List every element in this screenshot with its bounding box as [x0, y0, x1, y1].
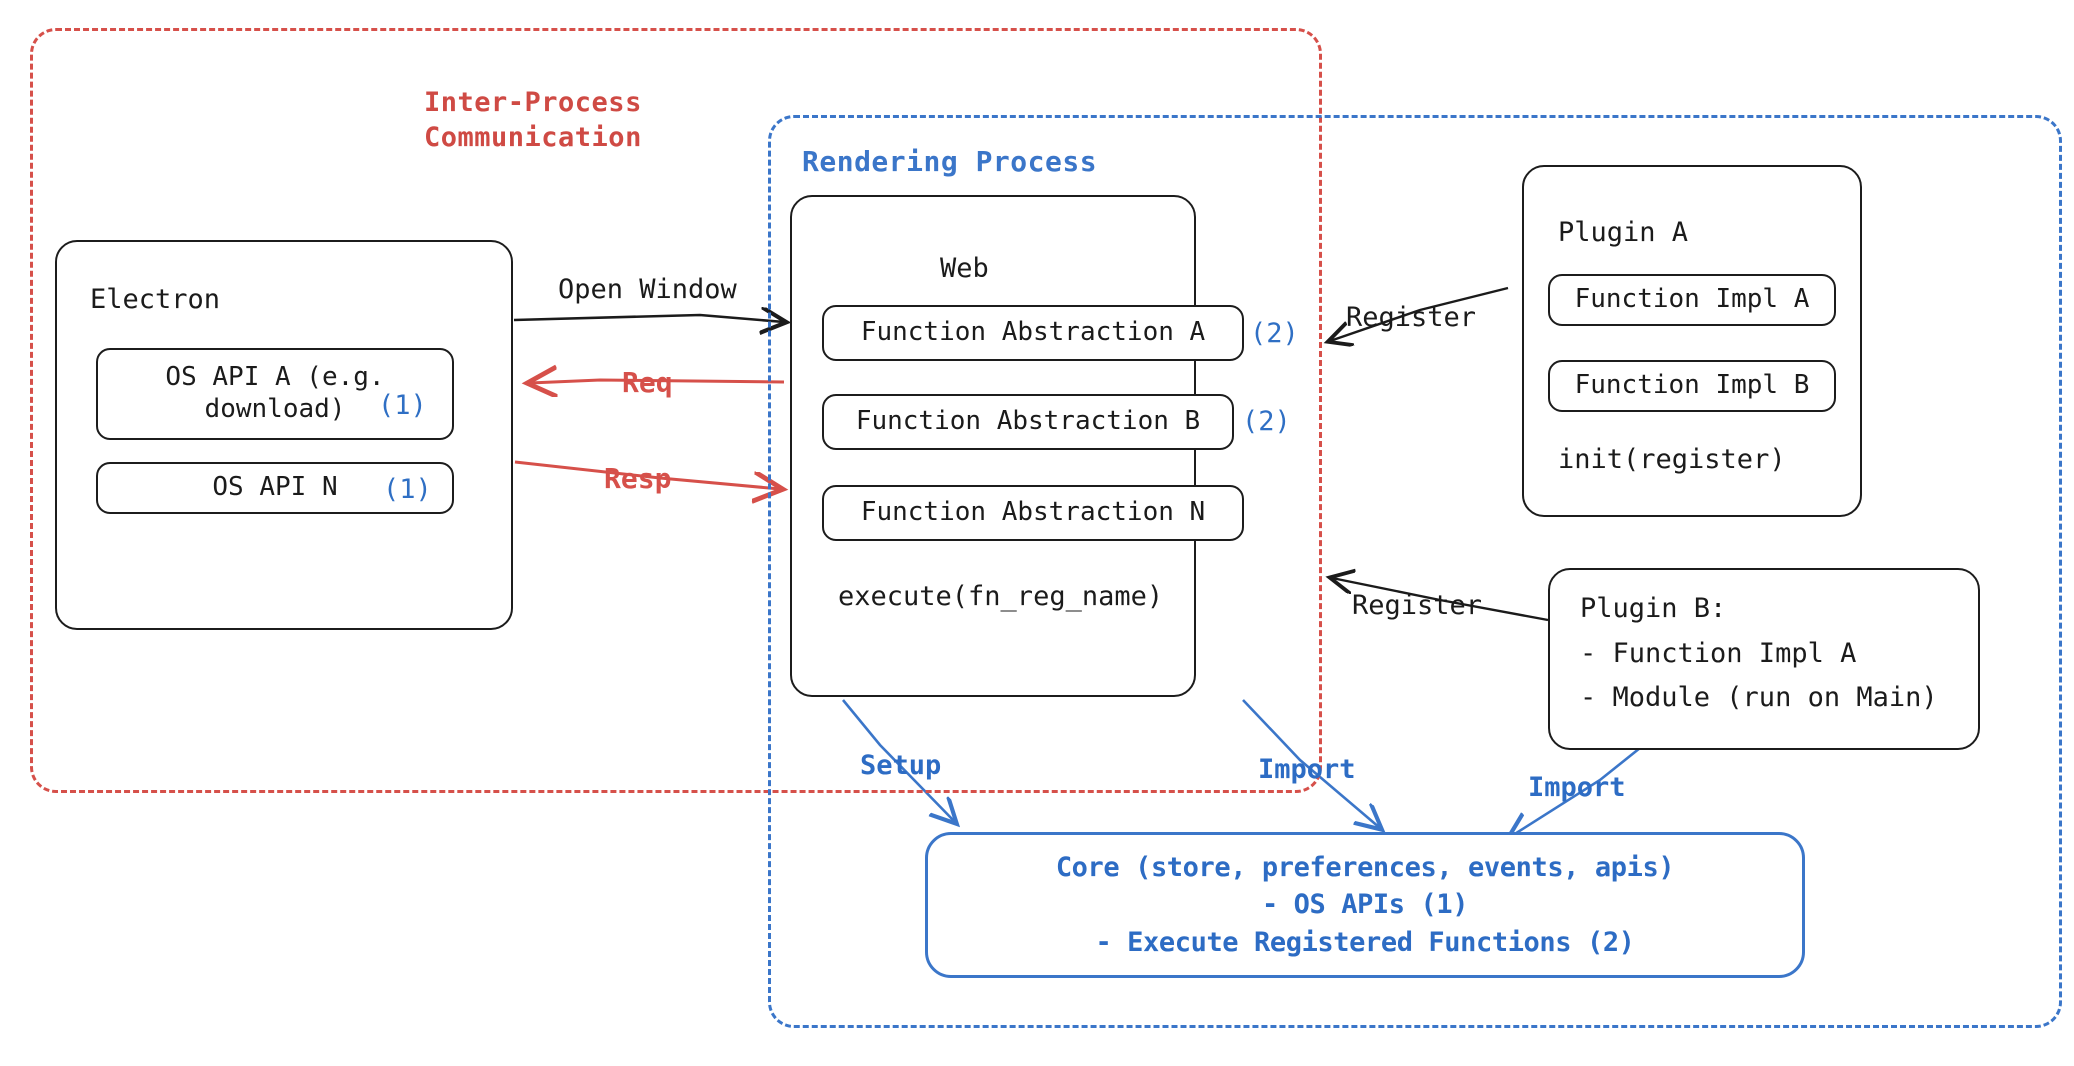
function-abstraction-a-tag: (2) [1250, 318, 1299, 349]
function-abstraction-a-label: Function Abstraction A [860, 317, 1206, 348]
function-abstraction-n-box[interactable]: Function Abstraction N [822, 485, 1244, 541]
edge-label-req: Req [622, 366, 673, 399]
function-abstraction-b-box[interactable]: Function Abstraction B [822, 394, 1234, 450]
edge-label-resp: Resp [604, 462, 672, 495]
plugin-b-title: Plugin B: [1580, 593, 1727, 624]
edge-label-import-web: Import [1258, 754, 1356, 785]
web-title: Web [940, 253, 989, 284]
plugin-a-function-impl-b-box[interactable]: Function Impl B [1548, 360, 1836, 412]
edge-label-register-a: Register [1346, 302, 1477, 333]
plugin-b-line-1: - Function Impl A [1580, 638, 1857, 669]
core-line-1: Core (store, preferences, events, apis) [1055, 852, 1675, 884]
function-abstraction-b-tag: (2) [1242, 406, 1291, 437]
plugin-a-title: Plugin A [1558, 217, 1689, 248]
edge-label-open-window: Open Window [558, 274, 737, 305]
plugin-a-init-label: init(register) [1558, 444, 1786, 475]
os-api-n-box[interactable]: OS API N [96, 462, 454, 514]
plugin-a-function-impl-a-label: Function Impl A [1574, 284, 1810, 315]
plugin-b-line-2: - Module (run on Main) [1580, 682, 1938, 713]
function-abstraction-a-box[interactable]: Function Abstraction A [822, 305, 1244, 361]
core-line-2: - OS APIs (1) [1261, 889, 1469, 921]
plugin-a-function-impl-a-box[interactable]: Function Impl A [1548, 274, 1836, 326]
function-abstraction-n-label: Function Abstraction N [860, 497, 1206, 528]
os-api-n-tag: (1) [383, 474, 432, 505]
group-rendering-process [768, 115, 2062, 1028]
edge-label-register-b: Register [1352, 590, 1483, 621]
os-api-n-label: OS API N [212, 472, 338, 503]
electron-title: Electron [90, 284, 221, 315]
plugin-b-box [1548, 568, 1980, 750]
os-api-a-box[interactable]: OS API A (e.g. download) [96, 348, 454, 440]
group-rendering-label: Rendering Process [802, 145, 1098, 178]
os-api-a-tag: (1) [378, 390, 427, 421]
web-execute-label: execute(fn_reg_name) [838, 581, 1164, 612]
core-box: Core (store, preferences, events, apis) … [925, 832, 1805, 978]
edge-label-import-plugin: Import [1528, 772, 1626, 803]
plugin-a-function-impl-b-label: Function Impl B [1574, 370, 1810, 401]
function-abstraction-b-label: Function Abstraction B [855, 406, 1201, 437]
edge-label-setup: Setup [860, 750, 942, 781]
group-inter-process-communication [30, 28, 1322, 793]
group-ipc-label: Inter-Process Communication [424, 87, 642, 153]
os-api-a-label: OS API A (e.g. download) [165, 362, 385, 424]
core-line-3: - Execute Registered Functions (2) [1095, 926, 1635, 958]
plugin-a-box [1522, 165, 1862, 517]
